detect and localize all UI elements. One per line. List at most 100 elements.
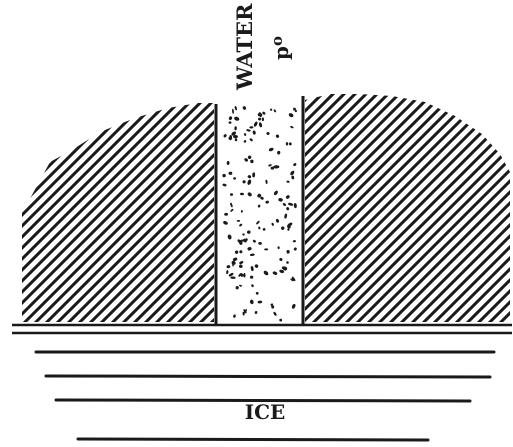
water-dot	[273, 109, 277, 113]
water-dot	[288, 113, 294, 118]
water-dot	[228, 116, 233, 121]
water-dot	[229, 193, 234, 196]
water-dot	[242, 106, 247, 110]
water-dot	[256, 220, 260, 225]
water-dot	[255, 291, 259, 295]
water-dot	[243, 140, 247, 143]
water-dot	[257, 193, 262, 198]
water-dot	[287, 224, 291, 229]
water-dot	[263, 270, 269, 276]
water-dot	[239, 284, 242, 287]
water-dot	[247, 230, 251, 234]
water-dot	[257, 300, 263, 304]
water-dot	[247, 179, 252, 185]
water-dot	[246, 129, 251, 132]
pressure-symbol: p	[269, 46, 293, 60]
water-dot	[226, 161, 230, 165]
water-dot	[275, 134, 280, 138]
pressure-subscript: o	[268, 36, 286, 46]
water-dot	[231, 260, 236, 265]
water-dot	[273, 190, 278, 196]
water-dot	[247, 175, 252, 179]
water-dot	[278, 198, 283, 202]
hatch-line	[364, 94, 510, 322]
water-dot	[271, 222, 274, 226]
pressure-label: po	[268, 36, 293, 60]
ice-layer-line	[44, 374, 492, 379]
water-dot	[241, 239, 244, 242]
water-dot	[228, 121, 232, 124]
water-dot	[234, 250, 239, 254]
water-stipple	[222, 106, 298, 322]
water-dot	[247, 155, 252, 160]
hatch-line	[22, 103, 214, 322]
water-dot	[249, 299, 254, 305]
hatch-line	[342, 94, 510, 322]
water-dot	[275, 218, 280, 223]
water-dot	[249, 126, 254, 129]
water-dot	[257, 204, 261, 208]
hatch-line	[305, 94, 487, 322]
water-dot	[238, 273, 242, 277]
hatch-line	[419, 94, 510, 322]
hatch-line	[152, 103, 214, 322]
water-dot	[262, 111, 266, 115]
water-dot	[230, 208, 234, 212]
water-dot	[250, 266, 254, 272]
hatch-line	[22, 103, 214, 322]
water-dot	[293, 163, 297, 167]
hatch-line	[305, 94, 465, 322]
water-dot	[290, 125, 294, 129]
water-dot	[239, 261, 244, 265]
water-dot	[230, 202, 233, 208]
water-dot	[240, 192, 244, 196]
hatch-line	[305, 94, 509, 322]
water-dot	[265, 200, 269, 204]
water-dot	[247, 247, 252, 251]
water-dot	[252, 130, 256, 135]
water-dot	[258, 122, 263, 128]
water-dot	[223, 221, 228, 225]
ice-layer-lines	[34, 350, 496, 442]
hatch-line	[163, 103, 214, 322]
water-dot	[227, 234, 232, 240]
hatch-line	[22, 103, 144, 322]
water-dot	[222, 173, 226, 178]
water-dot	[290, 170, 295, 176]
water-dot	[239, 264, 243, 269]
hatch-line	[22, 103, 210, 322]
water-dot	[254, 264, 259, 268]
water-dot	[237, 239, 240, 243]
water-dot	[228, 171, 233, 175]
hatch-line	[305, 94, 421, 322]
water-dot	[234, 106, 237, 111]
water-dot	[231, 131, 237, 136]
water-dot	[285, 195, 290, 199]
water-dot	[232, 257, 238, 262]
water-dot	[286, 250, 290, 254]
hatch-line	[22, 103, 188, 322]
water-dot	[286, 261, 289, 264]
water-dot	[288, 142, 292, 146]
hatch-line	[305, 94, 454, 322]
water-dot	[257, 112, 262, 117]
water-dot	[224, 212, 228, 216]
hatch-line	[353, 94, 510, 322]
water-dot	[284, 213, 288, 219]
water-dot	[228, 272, 234, 277]
hatch-line	[75, 103, 214, 322]
water-dot	[252, 239, 256, 243]
hatch-line	[309, 94, 510, 322]
water-dot	[291, 303, 296, 309]
hatch-line	[97, 103, 214, 322]
water-dot	[260, 196, 264, 200]
hatch-line	[305, 94, 355, 322]
water-dot	[285, 142, 289, 146]
hatch-line	[22, 103, 199, 322]
water-dot	[235, 286, 239, 290]
water-dot	[290, 278, 294, 282]
water-dot	[277, 150, 281, 155]
water-dot	[268, 147, 274, 152]
water-dot	[273, 311, 277, 316]
water-dot	[249, 138, 253, 142]
